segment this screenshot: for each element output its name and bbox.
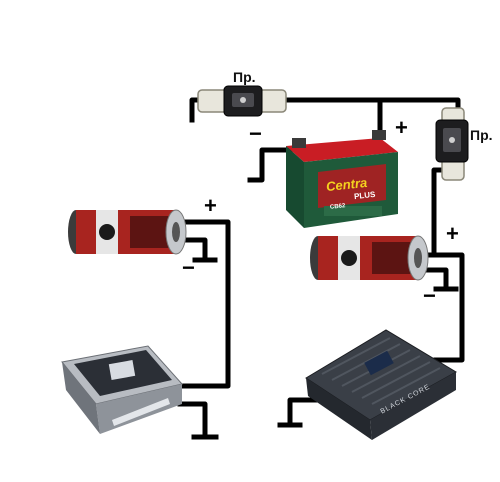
left-capacitor	[68, 209, 187, 255]
wire-left-cap-plus	[172, 219, 231, 389]
right-fuse	[435, 107, 469, 181]
battery	[286, 130, 398, 228]
battery-minus-sign: −	[249, 121, 262, 146]
right-amplifier	[305, 329, 457, 440]
right-cap-plus-sign: +	[446, 221, 459, 246]
right-capacitor	[310, 235, 429, 281]
wire-right-cap-plus	[427, 252, 465, 363]
wires	[172, 97, 465, 440]
wire-right-amp-ground	[287, 397, 321, 427]
fuse-label-right: Пр.	[470, 127, 493, 143]
battery-plus-sign: +	[395, 115, 408, 140]
left-amplifier	[61, 345, 183, 434]
left-cap-minus-sign: −	[182, 255, 195, 280]
left-cap-plus-sign: +	[204, 193, 217, 218]
wire-right-cap-minus	[423, 267, 449, 291]
top-fuse	[197, 85, 287, 117]
wire-battery-minus	[247, 147, 293, 183]
wire-top-main	[265, 97, 461, 121]
wire-left-cap-minus	[182, 237, 208, 261]
wire-left-amp-ground	[177, 401, 208, 439]
right-cap-minus-sign: −	[423, 283, 436, 308]
fuse-label-top: Пр.	[233, 69, 256, 85]
wire-right-fuse-out	[431, 167, 449, 253]
